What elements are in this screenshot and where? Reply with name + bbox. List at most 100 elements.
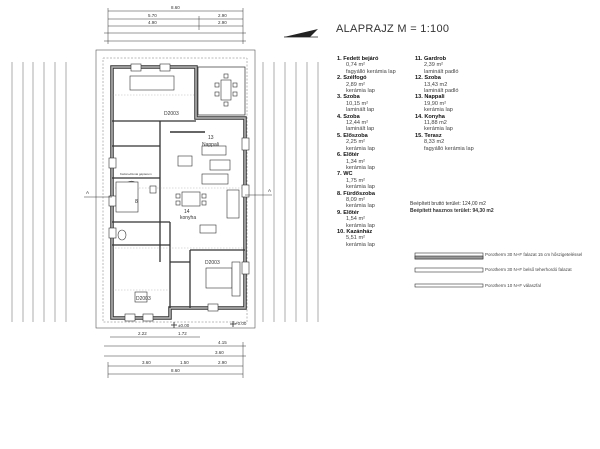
dim-top-right-2: 2.90 — [218, 20, 227, 25]
bottom-dimension-lines — [104, 336, 246, 378]
room-area: 2,25 m² — [346, 139, 365, 146]
side-dimension-lines — [11, 62, 319, 322]
terrace — [197, 66, 246, 116]
room-heading: 1. Fedett bejáró — [337, 56, 396, 62]
top-dimension-lines — [104, 8, 246, 44]
room-number: 13. — [415, 94, 423, 101]
room-number: 10. — [337, 228, 345, 235]
room-area: 8,33 m2 — [424, 139, 445, 146]
room-floor: kerámia lap — [346, 145, 375, 152]
room-floor: laminált padló — [424, 68, 459, 75]
room-heading: 8. Fürdőszoba — [337, 191, 396, 197]
room-heading: 6. Előtér — [337, 152, 396, 158]
page-title: ALAPRAJZ M = 1:100 — [336, 23, 450, 35]
room-area: 1,54 m² — [346, 216, 365, 223]
room-floor: kerámia lap — [346, 88, 375, 95]
room-number: 6. — [337, 152, 342, 159]
interior-walls — [112, 120, 245, 308]
room-area: 13,43 m2 — [424, 81, 448, 88]
level-main: +0.00 — [235, 321, 247, 326]
net-area-label: Beépített hasznos terület: — [410, 207, 472, 214]
room-area: 10,15 m² — [346, 100, 369, 107]
windows — [108, 63, 250, 322]
room-name: Szoba — [343, 113, 360, 120]
section-mark-left: A — [86, 190, 89, 195]
door-label-bottom: D2003 — [136, 296, 151, 302]
room-name: Nappali — [424, 94, 445, 101]
dim-top-right: 2.90 — [218, 13, 227, 18]
room-number: 15. — [415, 132, 423, 139]
room-floor: kerámia lap — [424, 126, 453, 133]
room-number: 2. — [337, 75, 342, 82]
room-number: 9. — [337, 209, 342, 216]
room-floor: kerámia lap — [346, 184, 375, 191]
room-name: Szoba — [343, 94, 360, 101]
room-heading: 14. Konyha — [415, 114, 474, 120]
gross-area-value: 124,00 m2 — [462, 201, 486, 207]
room-number: 5. — [337, 132, 342, 139]
room-name: Előtér — [343, 209, 360, 216]
dim-bottom-1: 2.22 — [138, 331, 147, 336]
room-floor: kerámia lap — [346, 164, 375, 171]
dim-overall-bottom: 8.60 — [171, 368, 180, 373]
room-name: Konyha — [424, 113, 445, 120]
dim-bottom-7: 2.90 — [218, 360, 227, 365]
room-area: 1,34 m² — [346, 158, 365, 165]
room-area: 12,44 m² — [346, 120, 369, 127]
room-number: 7. — [337, 171, 342, 178]
room-heading: 11. Gardrob — [415, 56, 474, 62]
room-floor: fagyálló kerámia lap — [424, 145, 474, 152]
area-totals: Beépített bruttó terület: 124,00 m2 Beép… — [410, 201, 494, 214]
room-floor: laminált padló — [424, 88, 459, 95]
room-floor: kerámia lap — [346, 241, 375, 248]
room-heading: 4. Szoba — [337, 114, 396, 120]
legend-item-partition-wall: Porotherm 10 N+F válaszfal — [485, 283, 541, 288]
room-heading: 15. Terasz — [415, 133, 474, 139]
gross-area-label: Beépített bruttó terület: — [410, 201, 461, 207]
room-area: 19,90 m² — [424, 100, 447, 107]
room-number: 3. — [337, 94, 342, 101]
room-name: Előszoba — [343, 132, 368, 139]
room-name: Előtér — [343, 152, 360, 159]
legend-item-load-bearing-wall: Porotherm 30 N+F belső teherhordó falaza… — [485, 267, 572, 272]
net-area-value: 94,30 m2 — [472, 207, 494, 214]
room-heading: 2. Szélfogó — [337, 75, 396, 81]
room-name: Szélfogó — [343, 75, 367, 82]
legend-item-exterior-wall: Porotherm 30 N+F falazat 15 cm hőszigete… — [485, 252, 583, 257]
level-entry: ±0.00 — [178, 323, 190, 328]
room-area: 5,51 m² — [346, 235, 365, 242]
room-floor: kerámia lap — [346, 222, 375, 229]
dim-bottom-4: 3.60 — [215, 350, 224, 355]
door-label-mid: D2003 — [205, 260, 220, 266]
room-area: 2,39 m² — [424, 62, 443, 69]
dim-top-left: 5.70 — [148, 13, 157, 18]
room-area: 0,74 m² — [346, 62, 365, 69]
room-name: Szoba — [424, 75, 441, 82]
room-number: 14. — [415, 113, 423, 120]
room-label-nappali: Nappali — [202, 142, 219, 148]
room-number: 11. — [415, 56, 423, 62]
room-name: Fedett bejáró — [343, 56, 379, 62]
room-name: WC — [343, 171, 353, 178]
room-heading: 13. Nappali — [415, 94, 474, 100]
dim-bottom-5: 3.60 — [142, 360, 151, 365]
room-area: 1,75 m² — [346, 177, 365, 184]
room-floor: kerámia lap — [346, 203, 375, 210]
section-mark-right: A — [268, 188, 271, 193]
legend-swatches — [414, 252, 484, 288]
room-label-nappali-num: 13 — [208, 135, 214, 141]
room-heading: 10. Kazánház — [337, 229, 396, 235]
